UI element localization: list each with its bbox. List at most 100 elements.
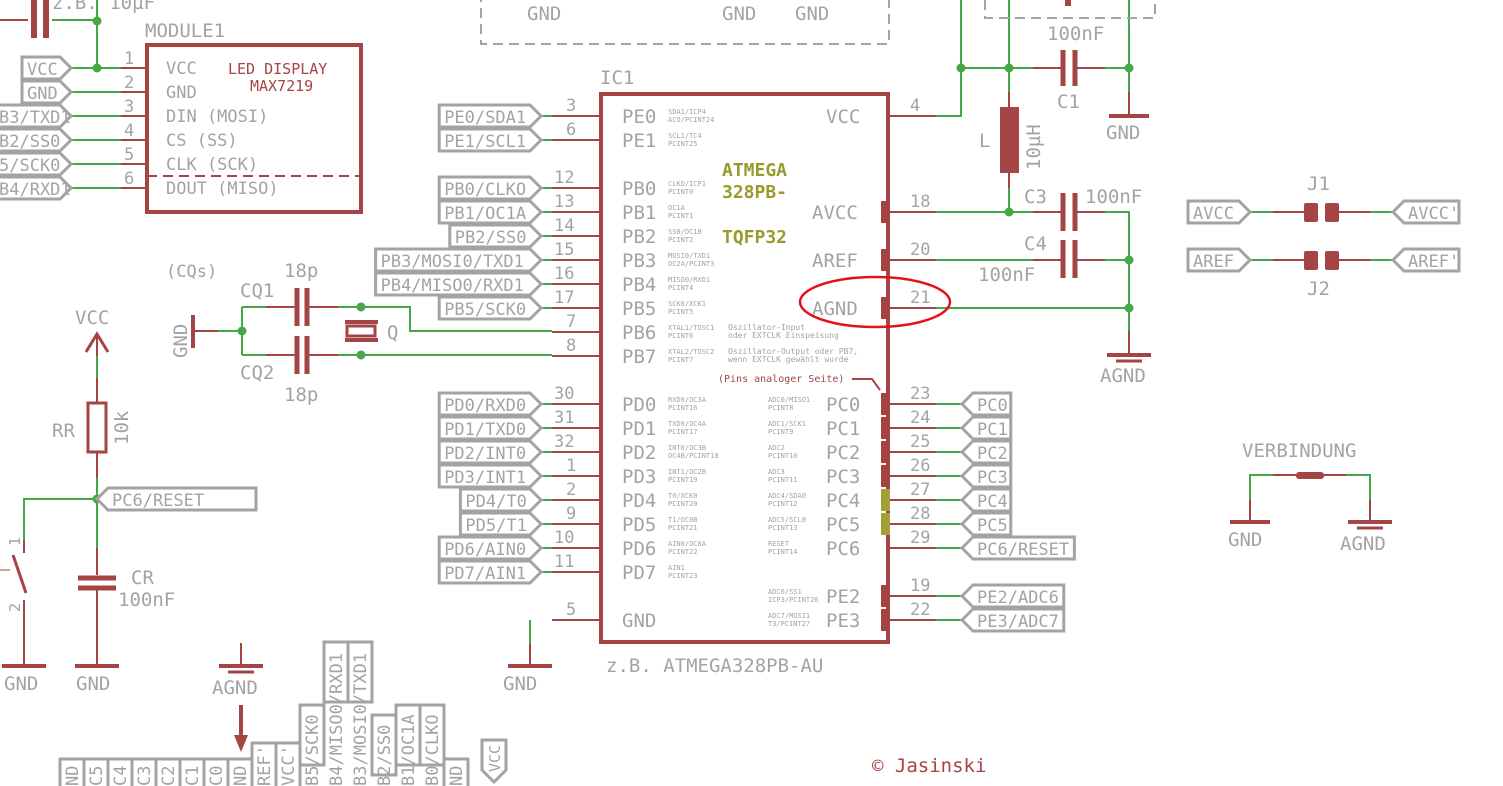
ic-pin-alt: PCINT25 — [668, 140, 698, 148]
ic-pin-number: 21 — [910, 288, 930, 308]
net-label-pd0-rxd0-text: PD0/RXD0 — [444, 396, 526, 416]
net-label-pc3 — [959, 463, 1013, 489]
ic-pin-name: AREF — [812, 250, 858, 272]
header-pin — [274, 741, 302, 786]
net-label-vcc — [20, 55, 74, 81]
j1-pad — [1304, 203, 1318, 222]
header-pin — [178, 757, 206, 786]
header-pin-label: ND — [447, 766, 467, 786]
wire — [338, 306, 552, 332]
ic-pad — [881, 249, 890, 271]
ic-pin-note: wenn EXTCLK gewählt wurde — [728, 355, 849, 364]
net-label-pc6-reset — [959, 535, 1076, 561]
ic-pin-number: 14 — [554, 216, 574, 236]
ic-pin-alt: PCINT11 — [768, 476, 798, 484]
ic-pin-name: PD7 — [622, 562, 656, 584]
module-outline — [145, 43, 363, 214]
ic-pin-alt: PCINT17 — [668, 428, 698, 436]
wire — [1346, 474, 1371, 500]
net-label-pe3-adc7-text: PE3/ADC7 — [977, 612, 1059, 632]
ic-pin-alt: ADC6/SS1 — [768, 588, 802, 596]
net-label-aref-prime — [1390, 247, 1461, 273]
header-pin-label: C4 — [111, 766, 131, 786]
header-pin-label: B4/MISO0/RXD1 — [327, 653, 347, 786]
header-pin — [250, 741, 278, 786]
wire — [1249, 474, 1273, 500]
gnd-label: GND — [4, 673, 38, 695]
net-label-pc1-text: PC1 — [977, 420, 1008, 440]
header-pin — [226, 757, 254, 786]
ic-pin-alt: AIN0/OC0A — [668, 540, 707, 548]
ic-pad — [881, 441, 890, 463]
junction-dot — [1004, 63, 1014, 73]
ic-pin-alt: PCINT20 — [668, 500, 698, 508]
ic-pin-alt: PCINT16 — [668, 404, 698, 412]
ic-pin-name: PE0 — [622, 106, 656, 128]
ic-pin-number: 31 — [554, 408, 574, 428]
ic-pin-number: 15 — [554, 240, 574, 260]
j2-pad — [1325, 251, 1339, 270]
rr-value: 10k — [111, 410, 133, 445]
module-pin-number: 5 — [124, 145, 134, 165]
ic-pin-number: 10 — [554, 528, 574, 548]
net-label-pb5-sck0 — [437, 295, 544, 321]
net-label-aref-prime-text: AREF' — [1408, 252, 1459, 272]
ic-value: z.B. ATMEGA328PB-AU — [606, 655, 823, 677]
wire — [23, 498, 97, 540]
module-pin-number: 3 — [124, 97, 134, 117]
j1-label: J1 — [1307, 173, 1330, 195]
net-label-pc4 — [959, 487, 1013, 513]
analog-note-arrow — [852, 378, 881, 391]
ic-pin-alt: ADC2 — [768, 444, 785, 452]
net-label-pd2-int0 — [437, 439, 544, 465]
ic-pin-alt: PCINT13 — [768, 524, 798, 532]
wire — [936, 188, 1010, 213]
dashed-box — [984, 0, 1156, 19]
net-label-pc0 — [959, 391, 1013, 417]
rr-resistor — [86, 401, 108, 454]
module-pin-name: CLK (SCK) — [166, 155, 258, 175]
ic-pin-alt: PCINT14 — [768, 548, 798, 556]
arrow-head — [234, 735, 248, 752]
net-label-pc4-text: PC4 — [977, 492, 1008, 512]
net-label-pc6-reset-text: PC6/RESET — [977, 540, 1069, 560]
net-label-avcc-prime — [1390, 199, 1461, 225]
net-label-pd7-ain1-text: PD7/AIN1 — [444, 564, 526, 584]
cq1-label: CQ1 — [240, 280, 274, 302]
ic-pin-name: PB3 — [622, 250, 656, 272]
ic-pin-alt: PCINT21 — [668, 524, 698, 532]
module-pin-number: 2 — [124, 73, 134, 93]
header-pin — [82, 757, 110, 786]
module-pin-name: GND — [166, 83, 197, 103]
ic-pin-name: PB6 — [622, 322, 656, 344]
ic-pin-number: 2 — [566, 480, 576, 500]
header-pin — [58, 757, 86, 786]
ic-pin-note: Oszillator-Input — [728, 323, 805, 332]
agnd-label: AGND — [1100, 365, 1146, 387]
header-pin — [418, 703, 446, 767]
crystal-label: Q — [387, 322, 398, 344]
net-label-pd0-rxd0 — [437, 391, 544, 417]
ic-pin-alt: OC2A/PCINT3 — [668, 260, 714, 268]
ic-device-name: ATMEGA — [722, 160, 787, 181]
verbindung-agnd: AGND — [1340, 533, 1386, 555]
module-pin-name: CS (SS) — [166, 131, 238, 151]
ic-pin-name: PB7 — [622, 346, 656, 368]
net-label-pb5-sck0-text: PB5/SCK0 — [444, 300, 526, 320]
ic-pin-name: PC2 — [826, 442, 860, 464]
ic-pin-name: PB2 — [622, 226, 656, 248]
net-label-aref — [1186, 247, 1253, 273]
wires — [0, 0, 1393, 666]
ic-pin-note: Oszillator-Output oder PB7, — [728, 347, 858, 356]
net-label-pb2-ss0-text: PB2/SS0 — [455, 228, 527, 248]
header-pin-label: C3 — [135, 766, 155, 786]
header-pin-label: B2/SS0 — [375, 725, 395, 786]
ic-pin-number: 8 — [566, 336, 576, 356]
net-label-pb3-mosi0-txd1 — [374, 247, 544, 273]
net-label-pc2 — [959, 439, 1013, 465]
net-label-pc3-text: PC3 — [977, 468, 1008, 488]
ic-pin-alt: CLKO/ICP1 — [668, 180, 706, 188]
ic-pin-alt: T0/XCK0 — [668, 492, 698, 500]
module-pin-name: DIN (MOSI) — [166, 107, 268, 127]
